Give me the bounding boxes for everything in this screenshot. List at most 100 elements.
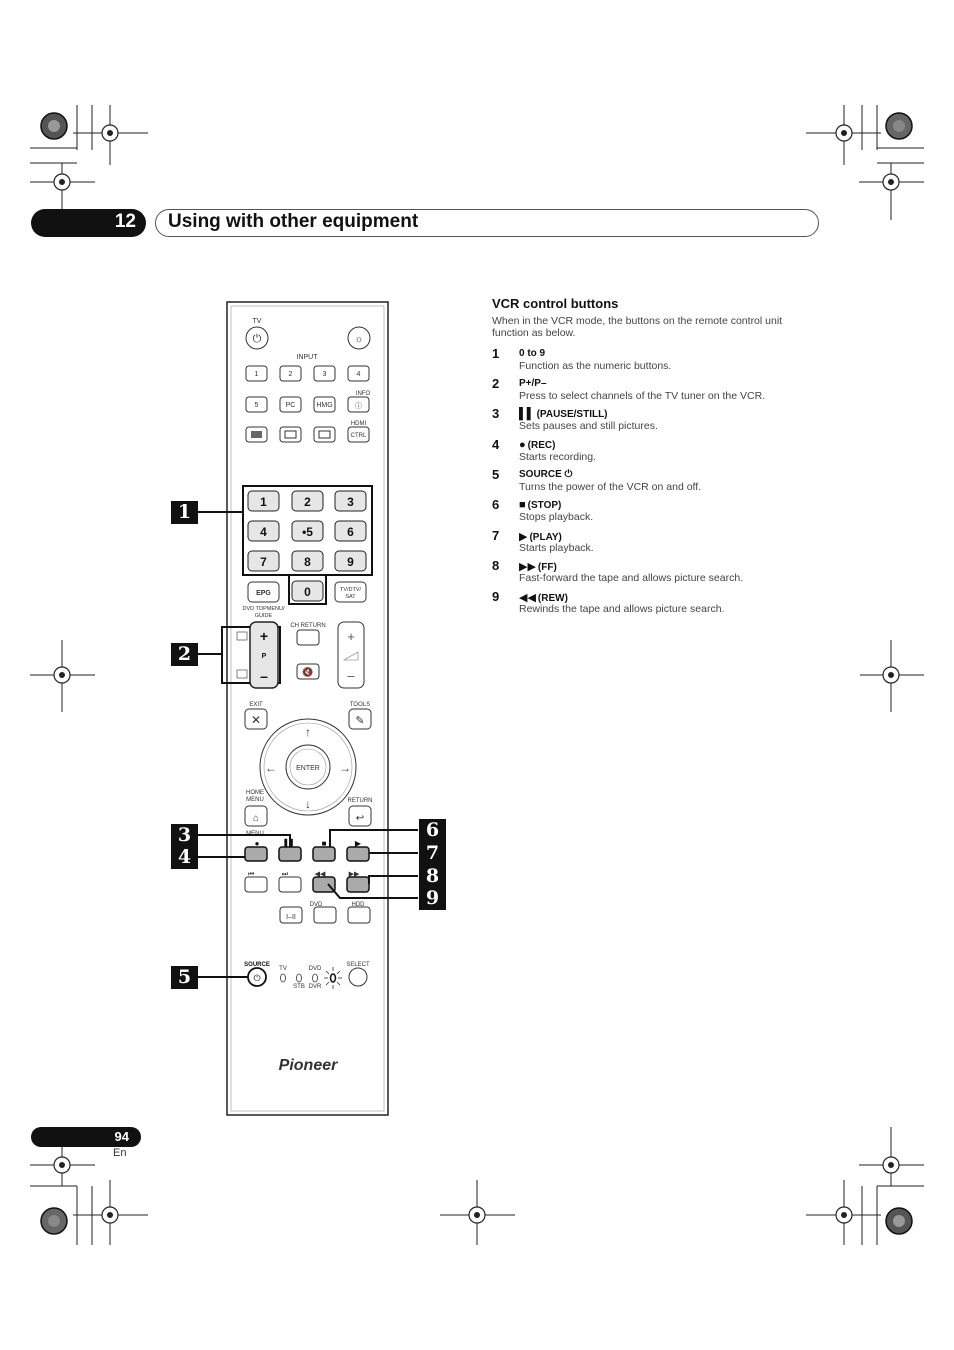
rewind-icon: ◀◀ [519, 592, 536, 604]
remote-control-illustration: TV ⏻ ☼ INPUT 1 2 3 4 5 PC HMG INFO ⓘ [198, 301, 418, 1116]
record-icon: ● [519, 439, 526, 451]
mode-dvr: DVR [309, 984, 322, 990]
item-label: SOURCE ⏻ [519, 469, 573, 480]
item-label: 0 to 9 [519, 348, 546, 359]
dvd-label: DVD [310, 902, 323, 908]
svg-text:⏮: ⏮ [248, 871, 254, 878]
dvd-topmenu-label: DVD TOPMENU/ [243, 606, 285, 612]
mode-stb: STB [293, 984, 305, 990]
tv-power-button[interactable] [245, 326, 269, 350]
fast-forward-icon: ▶▶ [519, 561, 536, 573]
callout-badge-2: 2 [171, 643, 198, 666]
svg-text:▶▶: ▶▶ [349, 871, 360, 878]
input-pc: PC [286, 402, 296, 409]
svg-text:↓: ↓ [305, 797, 311, 811]
svg-text:☼: ☼ [354, 334, 363, 345]
tv-dtv-label: TV/DTV/ [340, 587, 362, 593]
home-label: HOME [246, 790, 264, 796]
item-description: Press to select channels of the TV tuner… [519, 390, 766, 402]
svg-text:→: → [339, 761, 351, 775]
input-5: 5 [255, 402, 259, 409]
home-menu-label: MENU [246, 797, 264, 803]
key-7: 7 [260, 555, 267, 569]
svg-text:✎: ✎ [355, 715, 364, 727]
key-1: 1 [260, 495, 267, 509]
input-1: 1 [255, 371, 259, 378]
item-description: Rewinds the tape and allows picture sear… [519, 603, 725, 615]
item-number: 6 [492, 497, 500, 512]
epg-button-label: EPG [256, 590, 271, 597]
item-number: 4 [492, 437, 500, 452]
key-2: 2 [304, 495, 311, 509]
language-code: En [113, 1147, 127, 1159]
svg-text:+: + [260, 628, 268, 644]
item-description: Fast-forward the tape and allows picture… [519, 572, 744, 584]
svg-text:ⓘ: ⓘ [355, 402, 362, 410]
item-label: (STOP) [527, 500, 562, 511]
item-description: Function as the numeric buttons. [519, 360, 672, 372]
svg-text:–: – [260, 668, 268, 684]
page-number: 94 [114, 1129, 129, 1144]
tools-label: TOOLS [350, 702, 370, 708]
page-title: Using with other equipment [168, 211, 419, 232]
p-label: P [262, 653, 267, 660]
audio-label: I–II [286, 914, 296, 921]
item-label-row: ▶(PLAY) [519, 530, 562, 543]
return-label: RETURN [348, 798, 373, 804]
tv-label: TV [253, 318, 262, 325]
ch-return-label: CH RETURN [290, 623, 325, 629]
input-3: 3 [323, 371, 327, 378]
svg-text:↩: ↩ [356, 813, 364, 824]
chapter-badge: 12 [31, 209, 146, 237]
svg-text:✕: ✕ [251, 713, 261, 727]
item-number: 2 [492, 376, 500, 391]
item-label: (FF) [537, 562, 557, 573]
svg-text:🔇: 🔇 [302, 666, 313, 677]
key-0: 0 [304, 585, 311, 599]
select-label: SELECT [346, 962, 370, 968]
svg-text:←: ← [265, 761, 277, 775]
sat-label: SAT [345, 594, 356, 600]
key-9: 9 [347, 555, 354, 569]
svg-text:–: – [347, 668, 355, 683]
item-label-row: ◀◀(REW) [519, 591, 568, 604]
section-heading: VCR control buttons [492, 296, 619, 311]
svg-text:◀◀: ◀◀ [315, 871, 326, 878]
key-8: 8 [304, 555, 311, 569]
callout-badge-6: 6 [419, 819, 446, 842]
ctrl-label: CTRL [351, 433, 367, 439]
item-description: Starts playback. [519, 542, 594, 554]
callout-badge-5: 5 [171, 966, 198, 989]
item-label-row: ▶▶(FF) [519, 560, 557, 573]
callout-badge-9: 9 [419, 887, 446, 910]
input-hmg: HMG [316, 402, 332, 409]
key-6: 6 [347, 525, 354, 539]
item-number: 7 [492, 528, 500, 543]
key-5: •5 [302, 525, 313, 539]
callout-badge-4: 4 [171, 846, 198, 869]
exit-label: EXIT [249, 702, 263, 708]
item-description: Turns the power of the VCR on and off. [519, 481, 702, 493]
page-number-badge: 94 [31, 1127, 141, 1147]
item-label: P+/P– [519, 378, 547, 389]
callout-badge-7: 7 [419, 842, 446, 865]
callout-badge-1: 1 [171, 501, 198, 524]
guide-label: GUIDE [255, 613, 273, 619]
callout-badge-3: 3 [171, 824, 198, 847]
mode-dvd: DVD [309, 966, 322, 972]
item-label: (PAUSE/STILL) [536, 409, 608, 420]
light-button[interactable] [347, 326, 371, 350]
item-number: 1 [492, 346, 500, 361]
chapter-title-bar: Using with other equipment [155, 209, 819, 237]
item-description: Stops playback. [519, 511, 594, 523]
pioneer-logo: Pioneer [279, 1057, 338, 1074]
item-description: Sets pauses and still pictures. [519, 420, 658, 432]
pause-icon: ▌▌ [519, 408, 535, 420]
svg-text:⌂: ⌂ [253, 813, 259, 824]
svg-text:⏻: ⏻ [253, 333, 262, 345]
item-label-row: ■(STOP) [519, 499, 561, 511]
item-label-row: ●(REC) [519, 439, 555, 451]
item-label: (REW) [537, 593, 568, 604]
key-4: 4 [260, 525, 267, 539]
hdd-label: HDD [352, 902, 366, 908]
